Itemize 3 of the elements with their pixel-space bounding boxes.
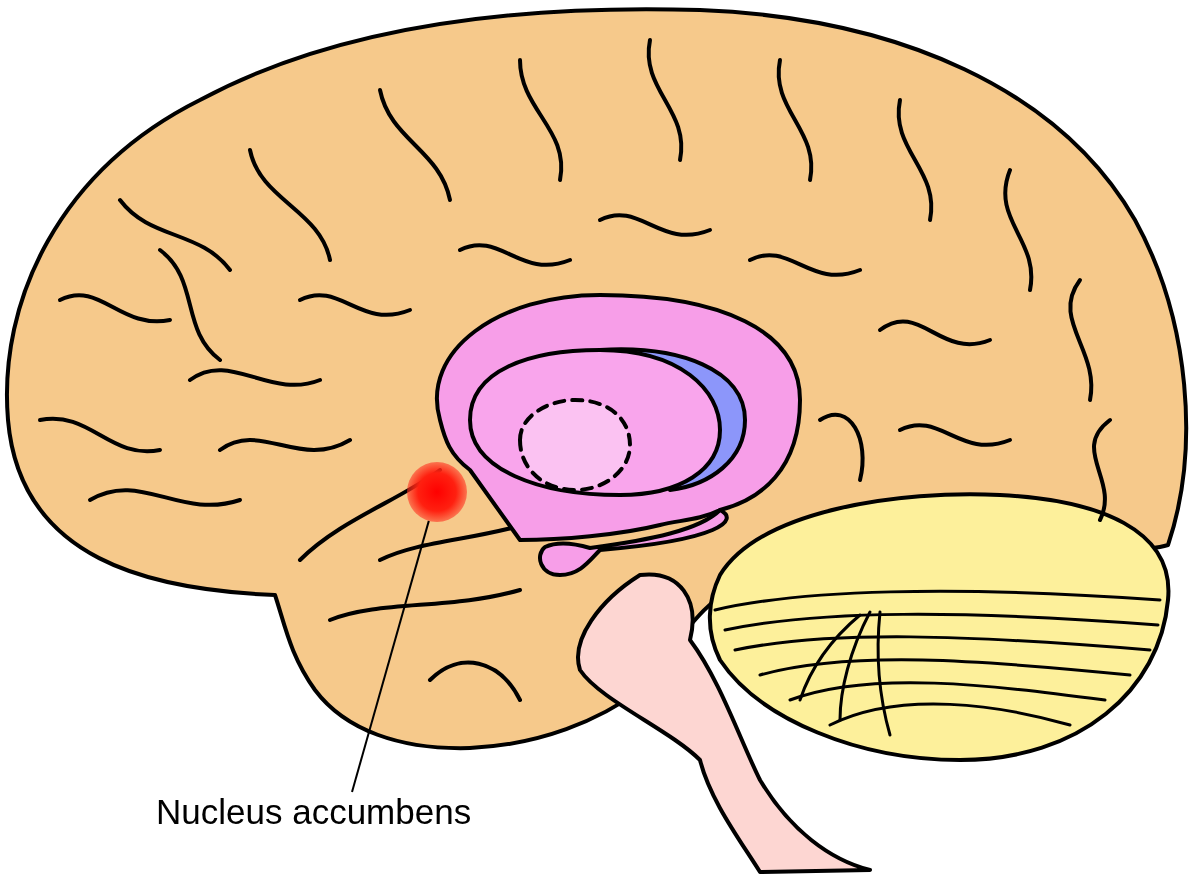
highlight-spot — [407, 462, 467, 522]
structure-label: Nucleus accumbens — [156, 792, 536, 832]
leader-line — [351, 519, 430, 793]
